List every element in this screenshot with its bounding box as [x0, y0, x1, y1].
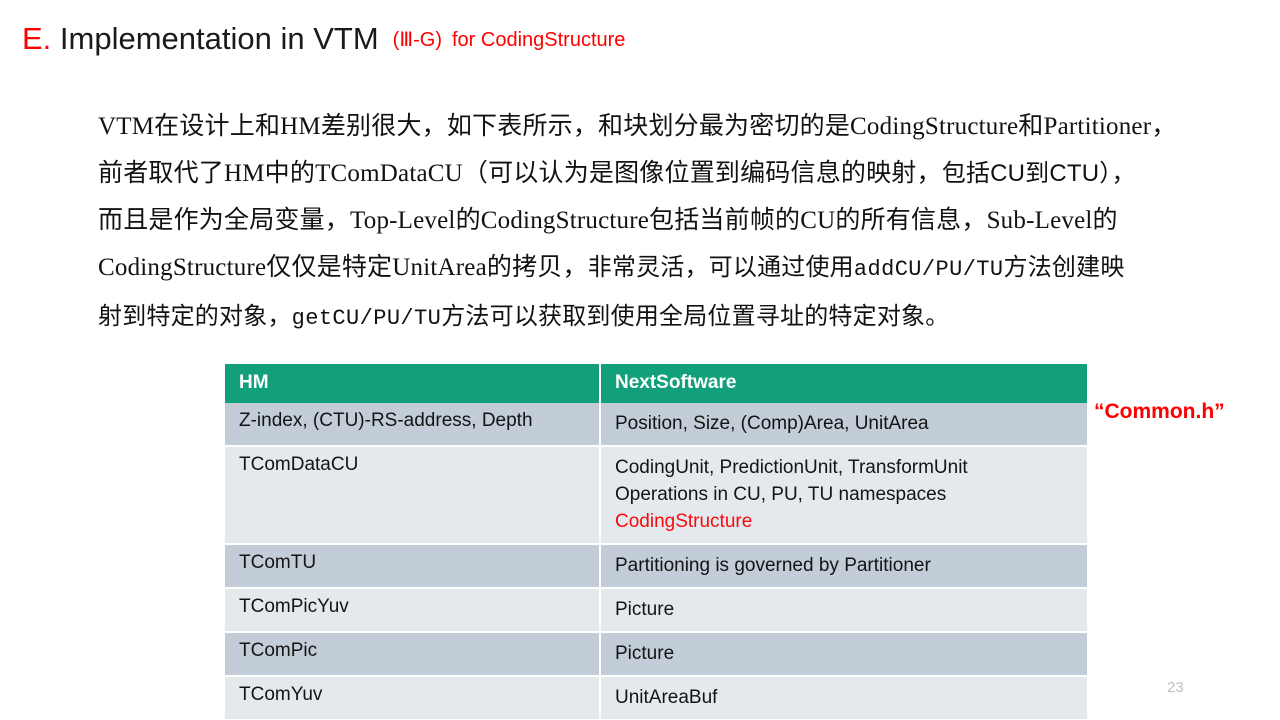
- cell-hm: TComPic: [225, 632, 600, 677]
- column-header-nextsoftware: NextSoftware: [599, 364, 1087, 403]
- cell-line: Operations in CU, PU, TU namespaces: [615, 484, 947, 505]
- cell-next: CodingUnit, PredictionUnit, TransformUni…: [599, 446, 1087, 545]
- body-line-4-seg-c: 方法创建映: [1003, 254, 1125, 281]
- cell-next: Picture: [599, 588, 1087, 633]
- table-row: TComDataCU CodingUnit, PredictionUnit, T…: [225, 446, 1087, 545]
- body-line-1: VTM在设计上和HM差别很大，如下表所示，和块划分最为密切的是CodingStr…: [98, 103, 1218, 150]
- title-suffix: for CodingStructure: [451, 29, 626, 51]
- body-line-3: 而且是作为全局变量，Top-Level的CodingStructure包括当前帧…: [98, 197, 1218, 244]
- body-line-4-seg-b: 非常灵活，可以通过使用: [587, 254, 854, 281]
- body-line-1-seg-c: 和块划分最为密切的是CodingStructure和Partitioner，: [598, 113, 1177, 140]
- cell-next: UnitAreaBuf: [599, 676, 1087, 719]
- body-line-5-seg-a: 射到特定的对象，: [98, 303, 292, 330]
- body-line-2-seg-b: 包括CU到CTU），: [941, 160, 1136, 187]
- body-line-4-code-addcu: addCU/PU/TU: [853, 257, 1004, 282]
- body-line-3-seg-b: Top-Level的CodingStructure包括当前帧的CU的所有信息，: [350, 207, 987, 234]
- table-row: TComYuv UnitAreaBuf: [225, 676, 1087, 719]
- cell-hm: TComPicYuv: [225, 588, 600, 633]
- body-line-5-seg-b: 方法可以获取到使用全局位置寻址的特定对象。: [441, 303, 950, 330]
- column-header-hm: HM: [225, 364, 600, 403]
- cell-hm: Z-index, (CTU)-RS-address, Depth: [225, 403, 600, 447]
- cell-line: Picture: [615, 599, 675, 620]
- body-line-2-seg-a: 前者取代了HM中的TComDataCU（可以认为是图像位置到编码信息的映射，: [98, 160, 942, 187]
- table-row: TComPicYuv Picture: [225, 588, 1087, 633]
- body-line-1-seg-b: 如下表所示，: [446, 113, 599, 140]
- table-header-row: HM NextSoftware: [225, 364, 1087, 403]
- title-section-ref: (Ⅲ-G): [392, 29, 442, 51]
- title-section-letter: E.: [22, 21, 52, 56]
- body-line-5-code-getcu: getCU/PU/TU: [291, 306, 442, 331]
- cell-line: UnitAreaBuf: [615, 687, 718, 708]
- body-line-3-seg-c: Sub-Level的: [986, 207, 1118, 234]
- body-line-5: 射到特定的对象，getCU/PU/TU方法可以获取到使用全局位置寻址的特定对象。: [98, 293, 1218, 342]
- cell-line: Position, Size, (Comp)Area, UnitArea: [615, 413, 929, 434]
- hm-vs-nextsoftware-table: HM NextSoftware Z-index, (CTU)-RS-addres…: [225, 364, 1087, 719]
- common-header-annotation: “Common.h”: [1094, 400, 1225, 423]
- cell-hm: TComYuv: [225, 676, 600, 719]
- table-row: TComPic Picture: [225, 632, 1087, 677]
- page-number: 23: [1167, 679, 1184, 696]
- table-row: TComTU Partitioning is governed by Parti…: [225, 544, 1087, 589]
- body-line-2: 前者取代了HM中的TComDataCU（可以认为是图像位置到编码信息的映射，包括…: [98, 150, 1218, 197]
- title-main-text: Implementation in VTM: [51, 21, 379, 56]
- body-line-1-seg-a: VTM在设计上和HM差别很大，: [98, 113, 447, 140]
- cell-line: Picture: [615, 643, 675, 664]
- page-title: E. Implementation in VTM (Ⅲ-G) for CodingS…: [22, 21, 626, 56]
- cell-hm: TComDataCU: [225, 446, 600, 545]
- cell-next: Partitioning is governed by Partitioner: [599, 544, 1087, 589]
- table-row: Z-index, (CTU)-RS-address, Depth Positio…: [225, 403, 1087, 447]
- cell-line-highlight: CodingStructure: [615, 511, 753, 532]
- body-paragraph: VTM在设计上和HM差别很大，如下表所示，和块划分最为密切的是CodingStr…: [98, 103, 1218, 342]
- cell-next: Position, Size, (Comp)Area, UnitArea: [599, 403, 1087, 447]
- cell-line: Partitioning is governed by Partitioner: [615, 555, 931, 576]
- body-line-4-seg-a: CodingStructure仅仅是特定UnitArea的拷贝，: [98, 254, 588, 281]
- cell-hm: TComTU: [225, 544, 600, 589]
- cell-next: Picture: [599, 632, 1087, 677]
- cell-line: CodingUnit, PredictionUnit, TransformUni…: [615, 457, 968, 478]
- body-line-3-seg-a: 而且是作为全局变量，: [98, 207, 351, 234]
- body-line-4: CodingStructure仅仅是特定UnitArea的拷贝，非常灵活，可以通…: [98, 244, 1218, 293]
